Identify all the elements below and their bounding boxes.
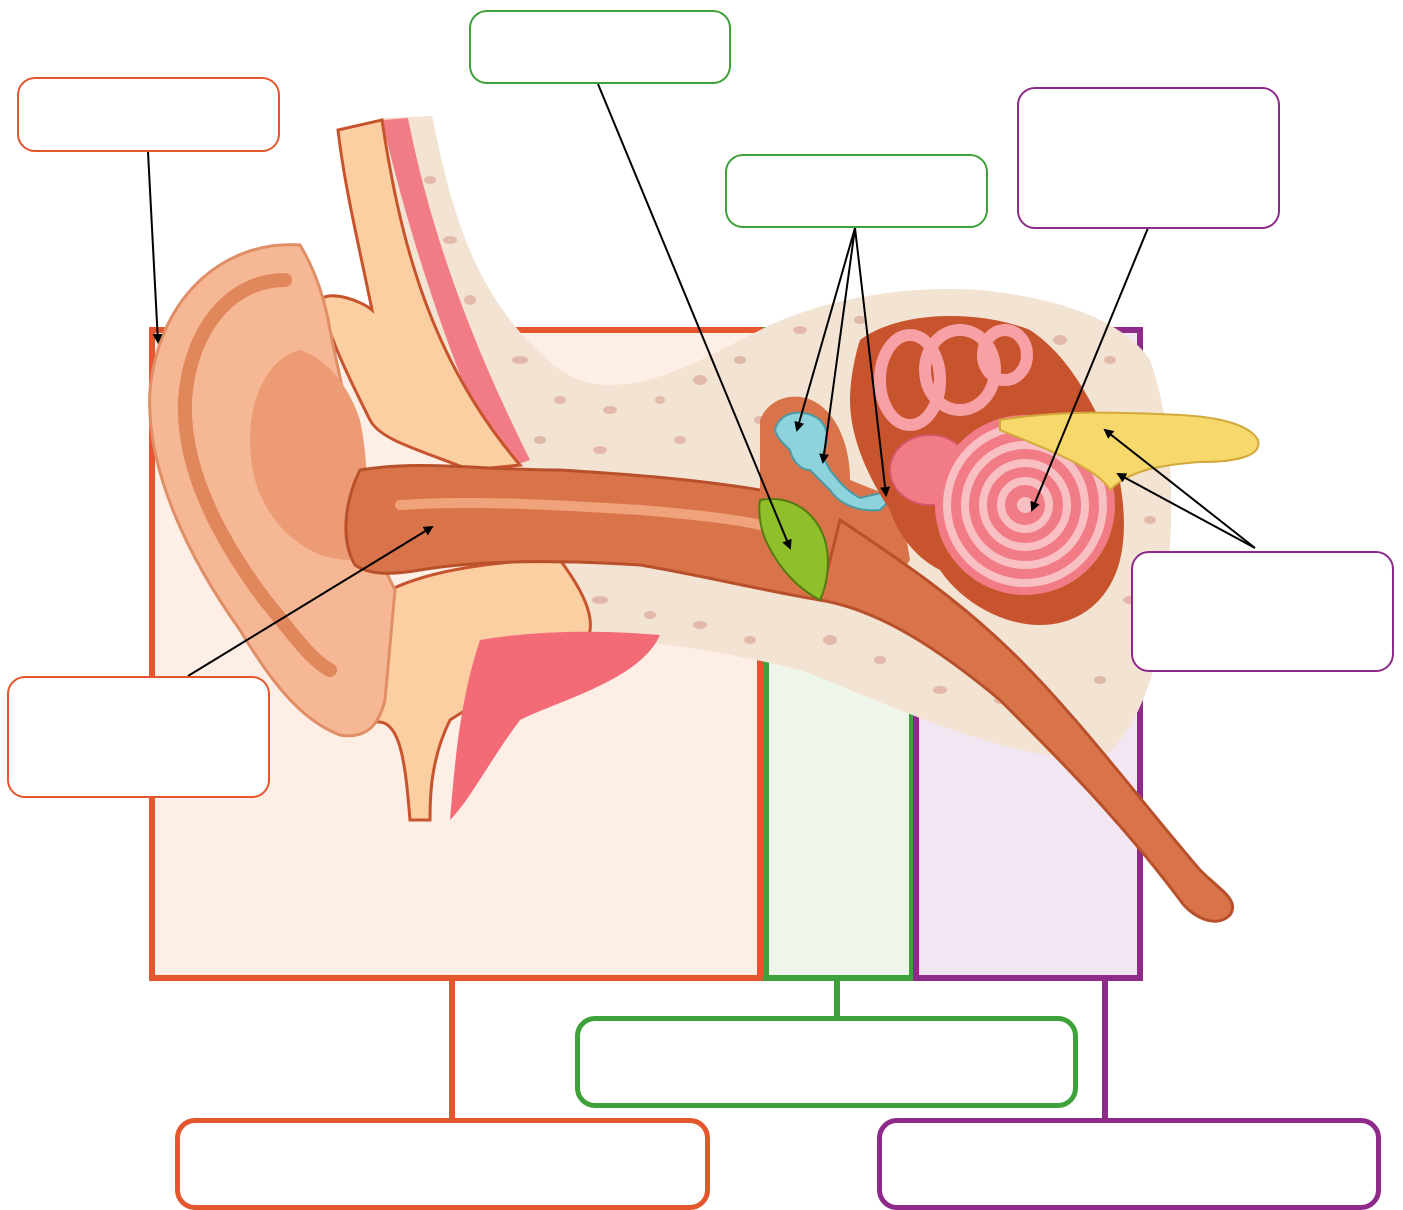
eardrum-label-box[interactable] [469, 10, 731, 84]
pointer-pinna [148, 152, 158, 342]
auditory-nerve-label-box[interactable] [1131, 551, 1394, 672]
inner-ear-label-box[interactable] [877, 1118, 1381, 1210]
middle-ear-label-box[interactable] [575, 1016, 1078, 1108]
outer-ear-label-box[interactable] [175, 1118, 710, 1210]
pinna-label-box[interactable] [17, 77, 280, 152]
ossicles-label-box[interactable] [725, 154, 988, 228]
ear-canal-label-box[interactable] [7, 676, 270, 798]
cochlea-label-box[interactable] [1017, 87, 1280, 229]
